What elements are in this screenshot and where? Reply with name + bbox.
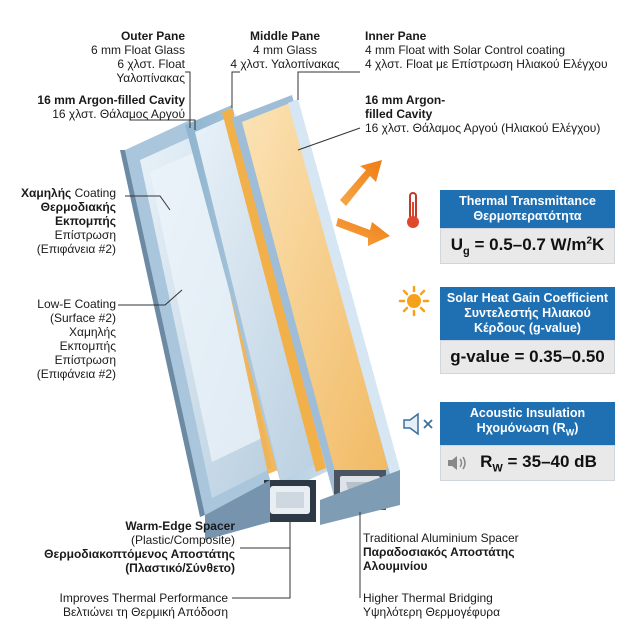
acoustic-value-rest: = 35–40 dB (502, 451, 597, 471)
alu-spacer-label: Traditional Aluminium Spacer Παραδοσιακό… (363, 531, 593, 573)
warm-spacer-line1: (Plastic/Composite) (130, 533, 235, 547)
cavity-left-line1: 16 χλστ. Θάλαμος Αργού (52, 107, 185, 121)
lowe-line5: (Επιφάνεια #2) (36, 367, 116, 381)
coating-gr-label: Χαμηλής Coating Θερμοδιακής Εκπομπής Επί… (10, 186, 116, 256)
coating-gr-line1: Χαμηλής Coating (10, 186, 116, 200)
solar-value: g-value = 0.35–0.50 (440, 340, 615, 374)
improves-line2: Βελτιώνει τη Θερμική Απόδοση (62, 605, 228, 619)
thermal-title-gr: Θερμοπερατότητα (473, 209, 582, 223)
speaker-mute-icon (403, 412, 433, 436)
cavity-right-line1: 16 χλστ. Θάλαμος Αργού (Ηλιακού Ελέγχου) (365, 121, 601, 135)
acoustic-value: RW = 35–40 dB (440, 444, 615, 481)
warm-edge-spacer (264, 480, 316, 522)
outer-pane-line2: 6 χλστ. Float Υαλοπίνακας (116, 57, 185, 85)
coating-gr-line1b: Coating (74, 186, 116, 200)
thermal-value-unit: K (592, 235, 605, 254)
cavity-right-title1: 16 mm Argon- (365, 93, 446, 107)
middle-pane-label: Middle Pane 4 mm Glass 4 χλστ. Υαλοπίνακ… (220, 29, 350, 71)
acoustic-title-en: Acoustic Insulation (469, 406, 586, 420)
solar-title-en: Solar Heat Gain Coefficient (446, 291, 609, 305)
acoustic-value-r: R (480, 451, 493, 471)
alu-spacer-line1: Traditional Aluminium Spacer (363, 531, 519, 545)
frame-edge (120, 150, 205, 517)
thermal-card: Thermal Transmittance Θερμοπερατότητα Ug… (440, 190, 615, 265)
lowe-label: Low-E Coating (Surface #2) Χαμηλής Εκπομ… (10, 297, 116, 381)
coating-gr-line2: Θερμοδιακής (40, 200, 116, 214)
cavity-left-title: 16 mm Argon-filled Cavity (37, 93, 185, 107)
cavity-right-label: 16 mm Argon- filled Cavity 16 χλστ. Θάλα… (365, 93, 625, 135)
thermal-card-header: Thermal Transmittance Θερμοπερατότητα (440, 190, 615, 228)
warm-spacer-line3: (Πλαστικό/Σύνθετο) (125, 561, 235, 575)
warm-spacer-label: Warm-Edge Spacer (Plastic/Composite) Θερ… (40, 519, 235, 575)
outer-pane-title: Outer Pane (120, 29, 185, 43)
thermal-value-sub: g (463, 245, 470, 258)
solar-card-header: Solar Heat Gain Coefficient Συντελεστής … (440, 287, 615, 340)
acoustic-title-gr-text: Ηχομόνωση (R (476, 421, 566, 435)
acoustic-title-gr-end: ) (574, 421, 579, 435)
middle-pane-line2: 4 χλστ. Υαλοπίνακας (230, 57, 340, 71)
thermal-value-u: U (450, 235, 463, 254)
acoustic-title-gr: Ηχομόνωση (RW) (446, 421, 609, 441)
outer-pane-label: Outer Pane 6 mm Float Glass 6 χλστ. Floa… (70, 29, 185, 85)
coating-gr-line1a: Χαμηλής (20, 186, 72, 200)
thermometer-icon (407, 192, 419, 228)
solar-card: Solar Heat Gain Coefficient Συντελεστής … (440, 287, 615, 374)
inner-pane-label: Inner Pane 4 mm Float with Solar Control… (365, 29, 635, 71)
heat-arrow-icon (336, 160, 390, 246)
coating-gr-line4: Επίστρωση (54, 228, 116, 242)
inner-pane-line2: 4 χλστ. Float με Επίστρωση Ηλιακού Ελέγχ… (365, 57, 608, 71)
inner-pane-title: Inner Pane (365, 29, 427, 43)
thermal-value-rest: = 0.5–0.7 W/m (469, 235, 587, 254)
coating-gr-line5: (Επιφάνεια #2) (36, 242, 116, 256)
speaker-icon (448, 455, 466, 470)
warm-spacer-title: Warm-Edge Spacer (125, 519, 235, 533)
lowe-line4: Επίστρωση (54, 353, 116, 367)
bridging-label: Higher Thermal Bridging Υψηλότερη Θερμογ… (363, 591, 593, 619)
thermal-value: Ug = 0.5–0.7 W/m2K (440, 228, 615, 265)
lowe-line3: Χαμηλής Εκπομπής (59, 325, 116, 353)
sun-icon (398, 285, 430, 317)
alu-spacer-line3: Αλουμινίου (363, 559, 428, 573)
alu-spacer-line2: Παραδοσιακός Αποστάτης (363, 545, 515, 559)
improves-label: Improves Thermal Performance Βελτιώνει τ… (40, 591, 228, 619)
outer-pane-line1: 6 mm Float Glass (90, 43, 185, 57)
bottom-edge-right (320, 470, 400, 525)
thermal-title-en: Thermal Transmittance (459, 194, 596, 208)
warm-spacer-line2: Θερμοδιακοπτόμενος Αποστάτης (44, 547, 235, 561)
bottom-edge (205, 480, 270, 540)
acoustic-card: Acoustic Insulation Ηχομόνωση (RW) RW = … (440, 402, 615, 481)
acoustic-value-sub: W (492, 461, 503, 474)
lowe-line1: Low-E Coating (37, 297, 116, 311)
acoustic-title-gr-sub: W (565, 427, 575, 438)
acoustic-card-header: Acoustic Insulation Ηχομόνωση (RW) (440, 402, 615, 445)
thermal-value-sup: 2 (586, 235, 592, 247)
solar-title-gr2: Κέρδους (g-value) (474, 321, 581, 335)
bridging-line2: Υψηλότερη Θερμογέφυρα (363, 605, 501, 619)
inner-pane-line1: 4 mm Float with Solar Control coating (365, 43, 566, 57)
cavity-right-title2: filled Cavity (365, 107, 433, 121)
bridging-line1: Higher Thermal Bridging (363, 591, 493, 605)
cavity-left-label: 16 mm Argon-filled Cavity 16 χλστ. Θάλαμ… (20, 93, 185, 121)
lowe-line2: (Surface #2) (49, 311, 116, 325)
coating-gr-line3: Εκπομπής (55, 214, 116, 228)
middle-pane (185, 105, 330, 492)
inner-pane (232, 95, 400, 500)
middle-pane-title: Middle Pane (249, 29, 320, 43)
improves-line1: Improves Thermal Performance (59, 591, 228, 605)
middle-pane-line1: 4 mm Glass (252, 43, 317, 57)
solar-title-gr1: Συντελεστής Ηλιακού (464, 306, 591, 320)
